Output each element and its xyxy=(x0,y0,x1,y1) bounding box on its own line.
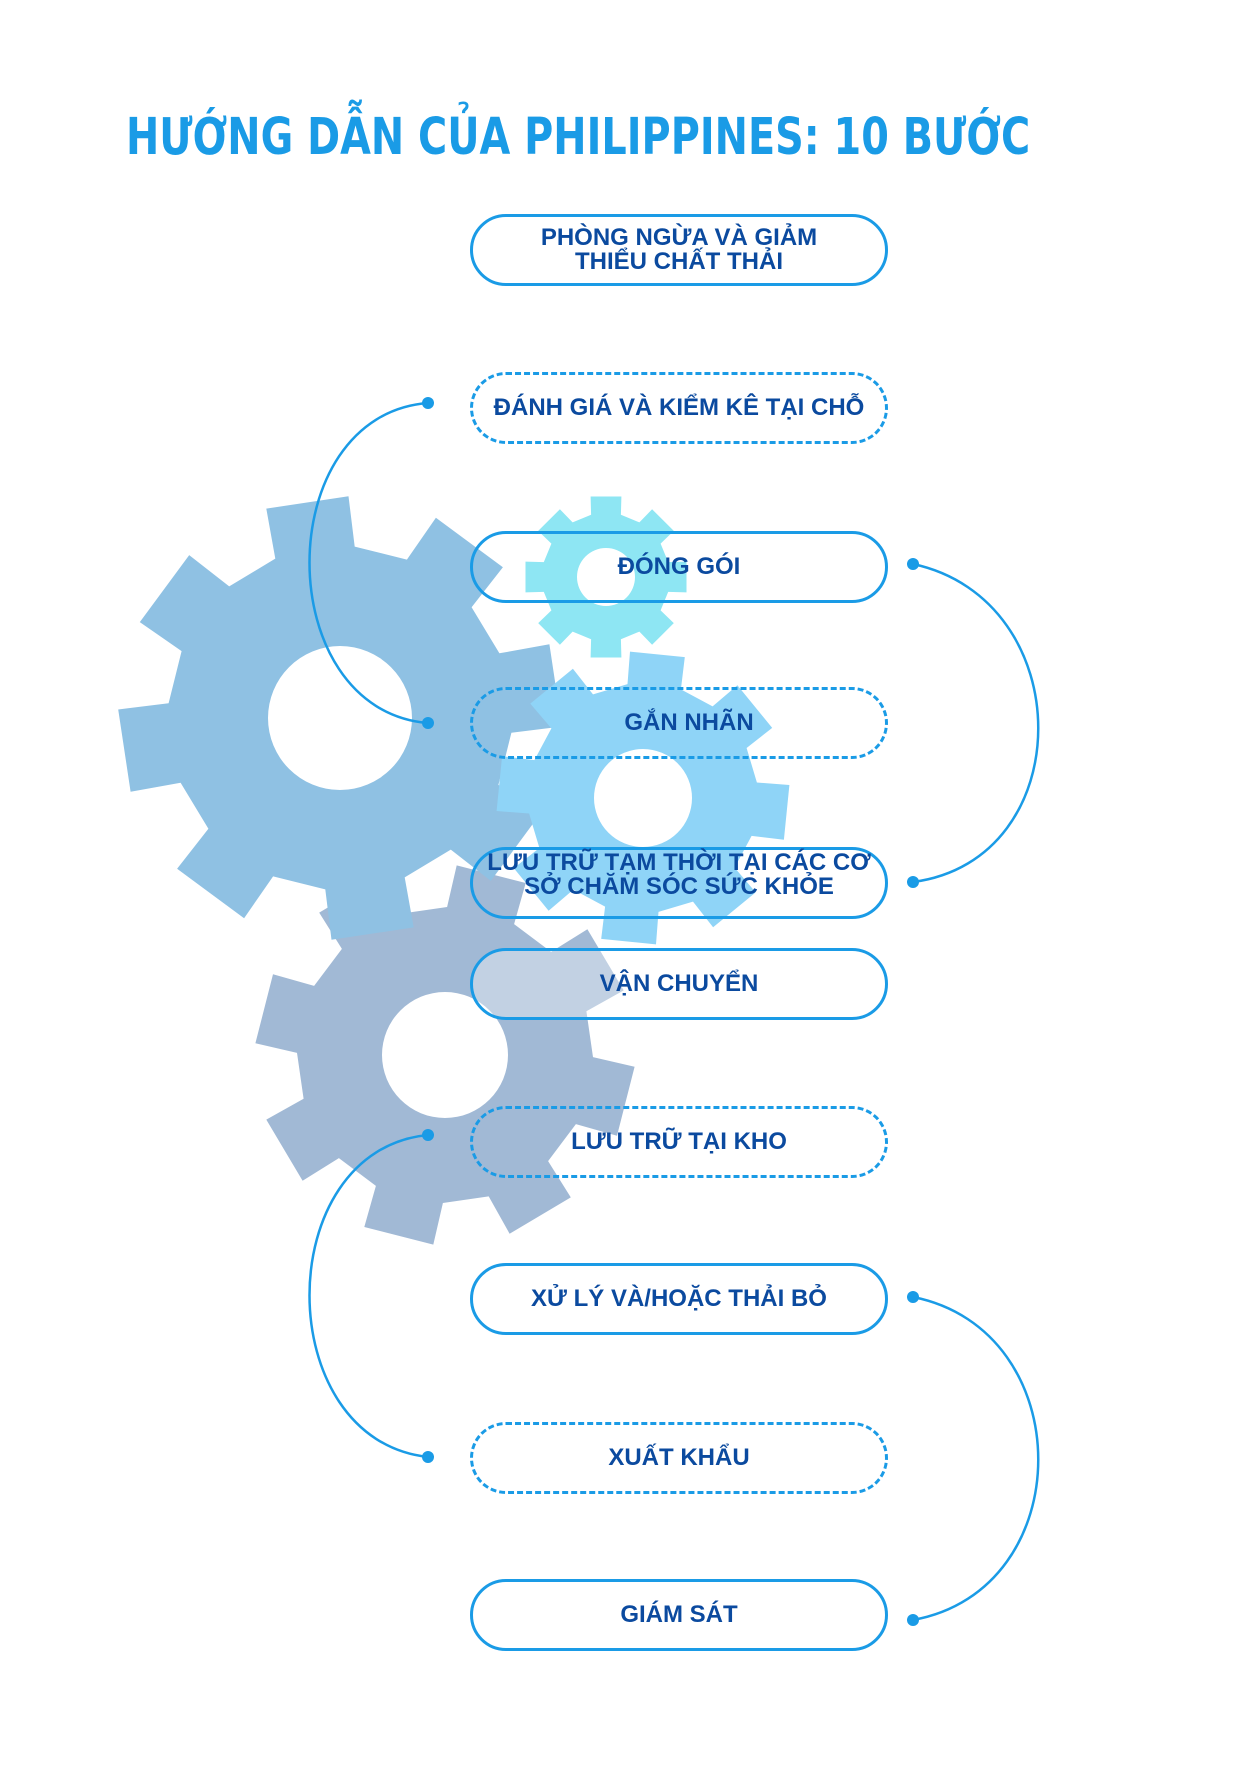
step-6-box: VẬN CHUYỂN xyxy=(470,948,888,1020)
step-7-label: LƯU TRỮ TẠI KHO xyxy=(571,1128,787,1155)
step-2-box: ĐÁNH GIÁ VÀ KIỂM KÊ TẠI CHỖ xyxy=(470,372,888,444)
step-6-label: VẬN CHUYỂN xyxy=(599,970,759,997)
step-8-label: XỬ LÝ VÀ/HOẶC THẢI BỎ xyxy=(531,1285,827,1312)
step-9-box: XUẤT KHẨU xyxy=(470,1422,888,1494)
step-3-box: ĐÓNG GÓI xyxy=(470,531,888,603)
connector-right-1-dot-2 xyxy=(907,876,919,888)
gear-icon-large xyxy=(118,496,562,940)
connector-left-1 xyxy=(308,401,429,725)
step-9-label: XUẤT KHẨU xyxy=(608,1444,750,1471)
connector-right-2 xyxy=(912,1295,1040,1622)
step-5-label: LƯU TRỮ TẠM THỜI TẠI CÁC CƠ SỞ CHĂM SÓC … xyxy=(487,849,871,900)
connector-right-1 xyxy=(912,562,1040,884)
step-10-box: GIÁM SÁT xyxy=(470,1579,888,1651)
connector-right-2-dot-2 xyxy=(907,1614,919,1626)
connector-left-1-dot-1 xyxy=(422,397,434,409)
step-8-box: XỬ LÝ VÀ/HOẶC THẢI BỎ xyxy=(470,1263,888,1335)
connector-left-2 xyxy=(308,1133,429,1459)
connector-left-2-dot-2 xyxy=(422,1451,434,1463)
step-4-box: GẮN NHÃN xyxy=(470,687,888,759)
step-1-label: PHÒNG NGỪA VÀ GIẢM THIỂU CHẤT THẢI xyxy=(540,224,818,275)
gear-icon-medium xyxy=(496,651,790,945)
step-2-label: ĐÁNH GIÁ VÀ KIỂM KÊ TẠI CHỖ xyxy=(493,394,865,421)
page-title: HƯỚNG DẪN CỦA PHILIPPINES: 10 BƯỚC xyxy=(126,108,1031,167)
step-4-label: GẮN NHÃN xyxy=(624,709,754,736)
step-3-label: ĐÓNG GÓI xyxy=(617,553,741,580)
connector-right-2-dot-1 xyxy=(907,1291,919,1303)
connectors xyxy=(308,397,1040,1626)
step-5-box: LƯU TRỮ TẠM THỜI TẠI CÁC CƠ SỞ CHĂM SÓC … xyxy=(470,847,888,919)
gear-icon-bottom xyxy=(255,865,635,1245)
gear-icon-small xyxy=(525,496,687,658)
connector-left-2-dot-1 xyxy=(422,1129,434,1141)
step-10-label: GIÁM SÁT xyxy=(620,1601,738,1628)
gears xyxy=(118,496,790,1245)
connector-right-1-dot-1 xyxy=(907,558,919,570)
connector-left-1-dot-2 xyxy=(422,717,434,729)
step-1-box: PHÒNG NGỪA VÀ GIẢM THIỂU CHẤT THẢI xyxy=(470,214,888,286)
step-7-box: LƯU TRỮ TẠI KHO xyxy=(470,1106,888,1178)
